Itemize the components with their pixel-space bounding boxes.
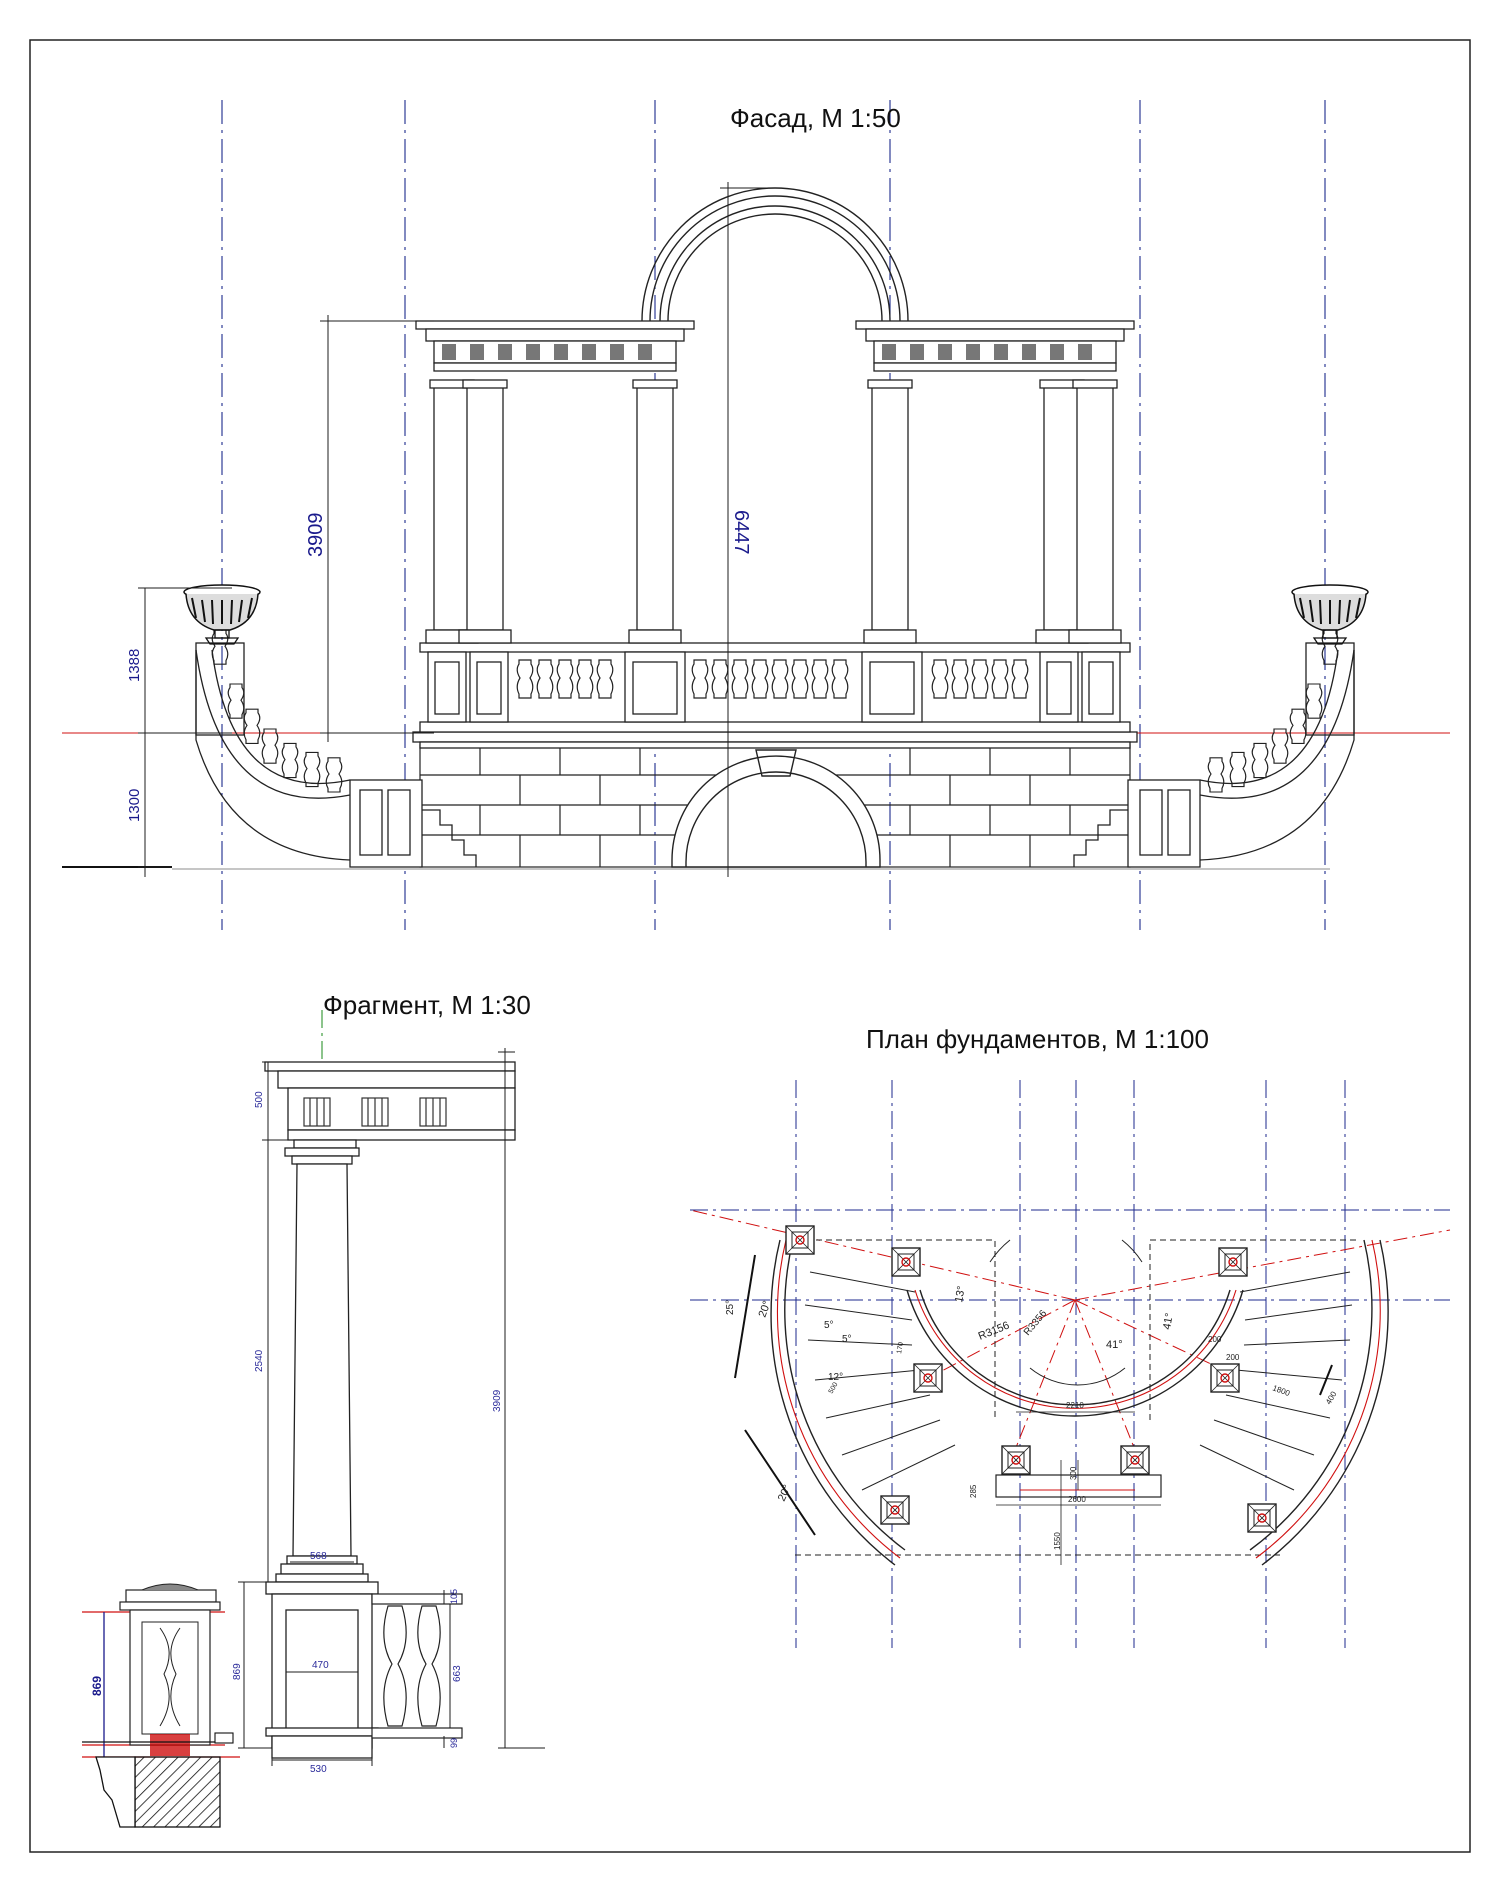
upper-balustrade — [419, 642, 1131, 733]
plan-title: План фундаментов, М 1:100 — [866, 1024, 1209, 1054]
facade-dimension-lines — [138, 182, 770, 877]
stair-right-balusters — [1207, 629, 1339, 793]
angle-20-a: 20° — [757, 1299, 774, 1319]
urn-right — [1291, 584, 1369, 645]
plan-radial-lines — [689, 1209, 1451, 1451]
dim-balustrade-height: 1388 — [126, 649, 143, 682]
dim-fragment-column-base: 568 — [310, 1551, 327, 1562]
plan-angle-arcs — [989, 1239, 1143, 1386]
plan-stair-treads — [804, 1271, 1353, 1491]
fragment-balustrade — [371, 1593, 463, 1739]
dim-400: 400 — [1324, 1389, 1339, 1406]
angle-13: 13° — [953, 1285, 968, 1303]
fragment-title: Фрагмент, М 1:30 — [323, 990, 531, 1020]
dim-200-b: 200 — [1226, 1353, 1240, 1362]
plan-arcs — [770, 1239, 1389, 1566]
dim-radius-outer: R3156 — [977, 1320, 1012, 1343]
angle-25: 25° — [725, 1300, 736, 1315]
dim-fragment-entablature: 500 — [254, 1091, 265, 1108]
facade-axis-lines — [221, 100, 1326, 930]
dim-170: 170 — [896, 1342, 905, 1355]
fragment-dimension-lines — [238, 1048, 545, 1766]
colonnade-columns — [425, 379, 1122, 644]
urn-left — [183, 584, 261, 645]
entablature-right — [855, 320, 1135, 372]
angle-41-a: 41° — [1106, 1339, 1123, 1351]
foundation-plan-view: План фундаментов, М 1:100 — [689, 1024, 1451, 1648]
sheet-frame — [29, 39, 1471, 1853]
upper-balusters — [516, 659, 1029, 699]
fragment-pedestal — [265, 1581, 379, 1759]
plan-dimension-lines — [996, 1411, 1161, 1565]
central-arch — [641, 187, 909, 322]
dim-arch-height: 6447 — [730, 510, 752, 555]
stair-right — [1073, 642, 1355, 868]
stair-left — [195, 642, 477, 868]
dim-fragment-panel-width: 470 — [312, 1660, 329, 1671]
fragment-column — [275, 1147, 369, 1583]
dim-1550: 1550 — [1053, 1532, 1062, 1550]
angle-12: 12° — [828, 1372, 843, 1383]
entablature-left — [415, 320, 695, 372]
facade-title: Фасад, М 1:50 — [730, 103, 901, 133]
dim-fragment-panel-height: 663 — [452, 1665, 463, 1682]
dim-1800: 1800 — [1271, 1383, 1291, 1398]
terrace-cornice — [412, 731, 1138, 749]
dim-200-a: 200 — [1208, 1335, 1222, 1344]
angle-41-b: 41° — [1161, 1312, 1176, 1330]
dim-300: 300 — [1069, 1466, 1078, 1480]
dim-section-height: 869 — [90, 1676, 104, 1696]
dim-radius-inner: R3356 — [1022, 1308, 1050, 1338]
dim-285: 285 — [969, 1484, 978, 1498]
plan-labels: R3156 R3356 13° 41° 41° 25° 20° 20° 5° 5… — [725, 1285, 1339, 1550]
dim-fragment-pedestal-width: 530 — [310, 1764, 327, 1775]
plan-arcs-red — [776, 1239, 1381, 1559]
dim-fragment-top-offset: 105 — [449, 1589, 459, 1604]
fragment-entablature — [264, 1061, 516, 1149]
plan-foundation-outline — [786, 1239, 1356, 1556]
plan-bottom-landing — [995, 1474, 1162, 1498]
dim-500: 500 — [828, 1381, 840, 1395]
fragment-view: Фрагмент, М 1:30 — [82, 990, 545, 1828]
dim-2600: 2600 — [1068, 1495, 1086, 1504]
dim-plinth-height: 1300 — [126, 789, 143, 822]
angle-5-b: 5° — [842, 1334, 852, 1345]
dim-fragment-column: 2540 — [254, 1349, 265, 1372]
fragment-section — [82, 1583, 240, 1828]
dim-fragment-total: 3909 — [492, 1389, 503, 1412]
dim-colonnade-height: 3909 — [305, 513, 327, 558]
stair-left-balusters — [211, 629, 343, 793]
dim-2210: 2210 — [1066, 1401, 1084, 1410]
dim-fragment-pedestal-height: 869 — [232, 1663, 243, 1680]
plan-axis-lines — [690, 1080, 1450, 1648]
lower-arch — [671, 749, 881, 868]
facade-view: Фасад, М 1:50 — [62, 100, 1450, 930]
dim-fragment-bottom-offset: 99 — [449, 1738, 459, 1748]
plan-piers — [785, 1225, 1277, 1533]
plan-angle-marks — [734, 1254, 1333, 1536]
angle-5-a: 5° — [824, 1320, 834, 1331]
